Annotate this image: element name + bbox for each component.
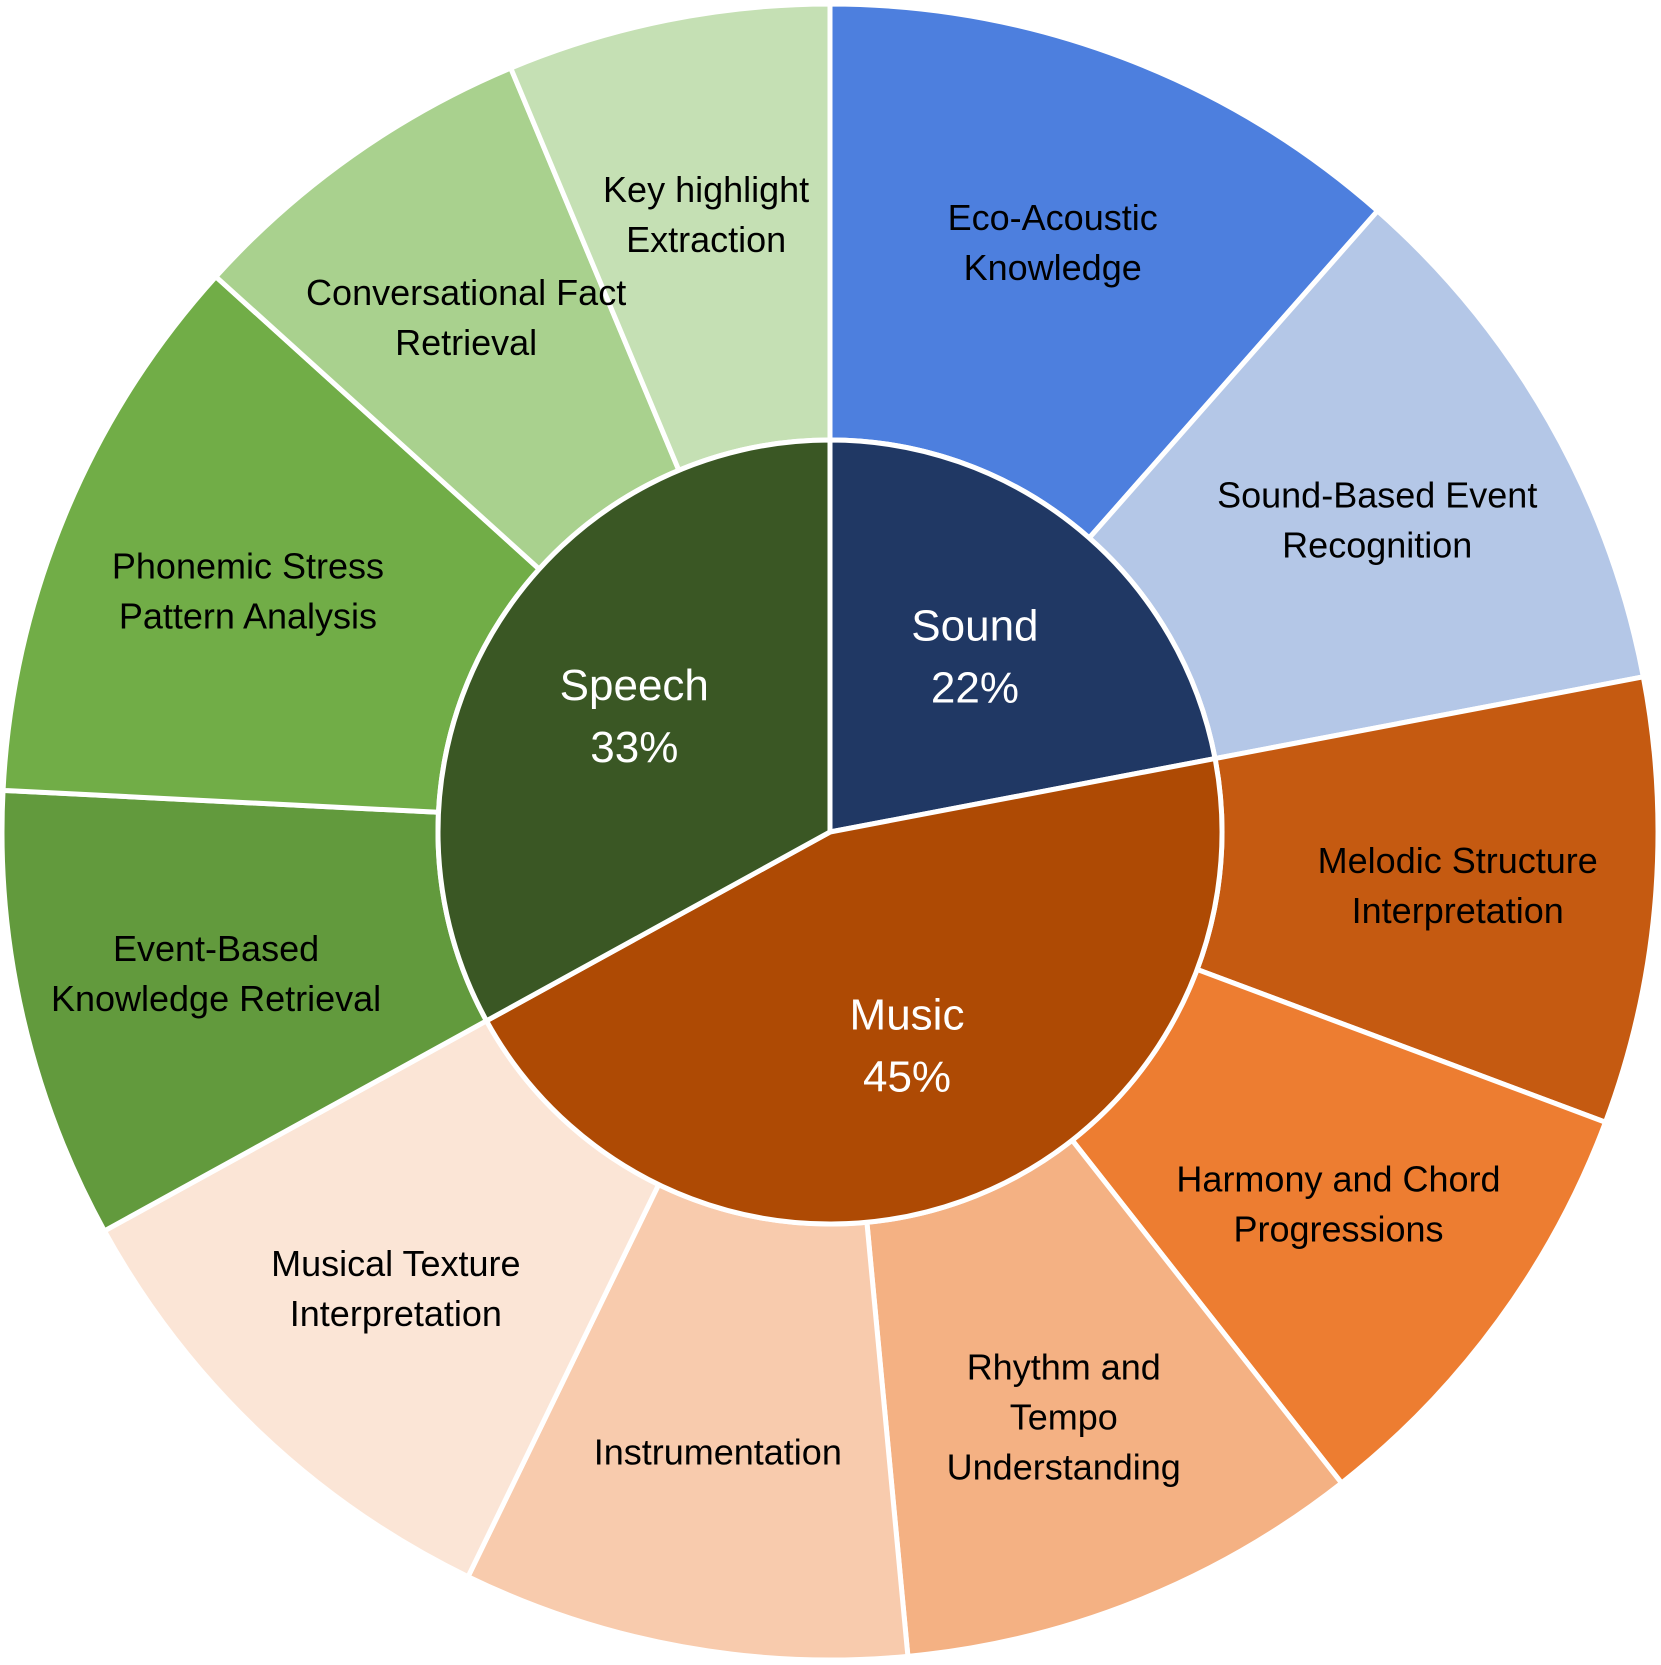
- inner-ring: [435, 437, 1225, 1227]
- inner-slice-sound: [827, 437, 1218, 835]
- outer-label-instrumentation: Instrumentation: [594, 1431, 842, 1472]
- inner-slice-music: [483, 756, 1225, 1227]
- inner-slice-speech: [435, 437, 833, 1024]
